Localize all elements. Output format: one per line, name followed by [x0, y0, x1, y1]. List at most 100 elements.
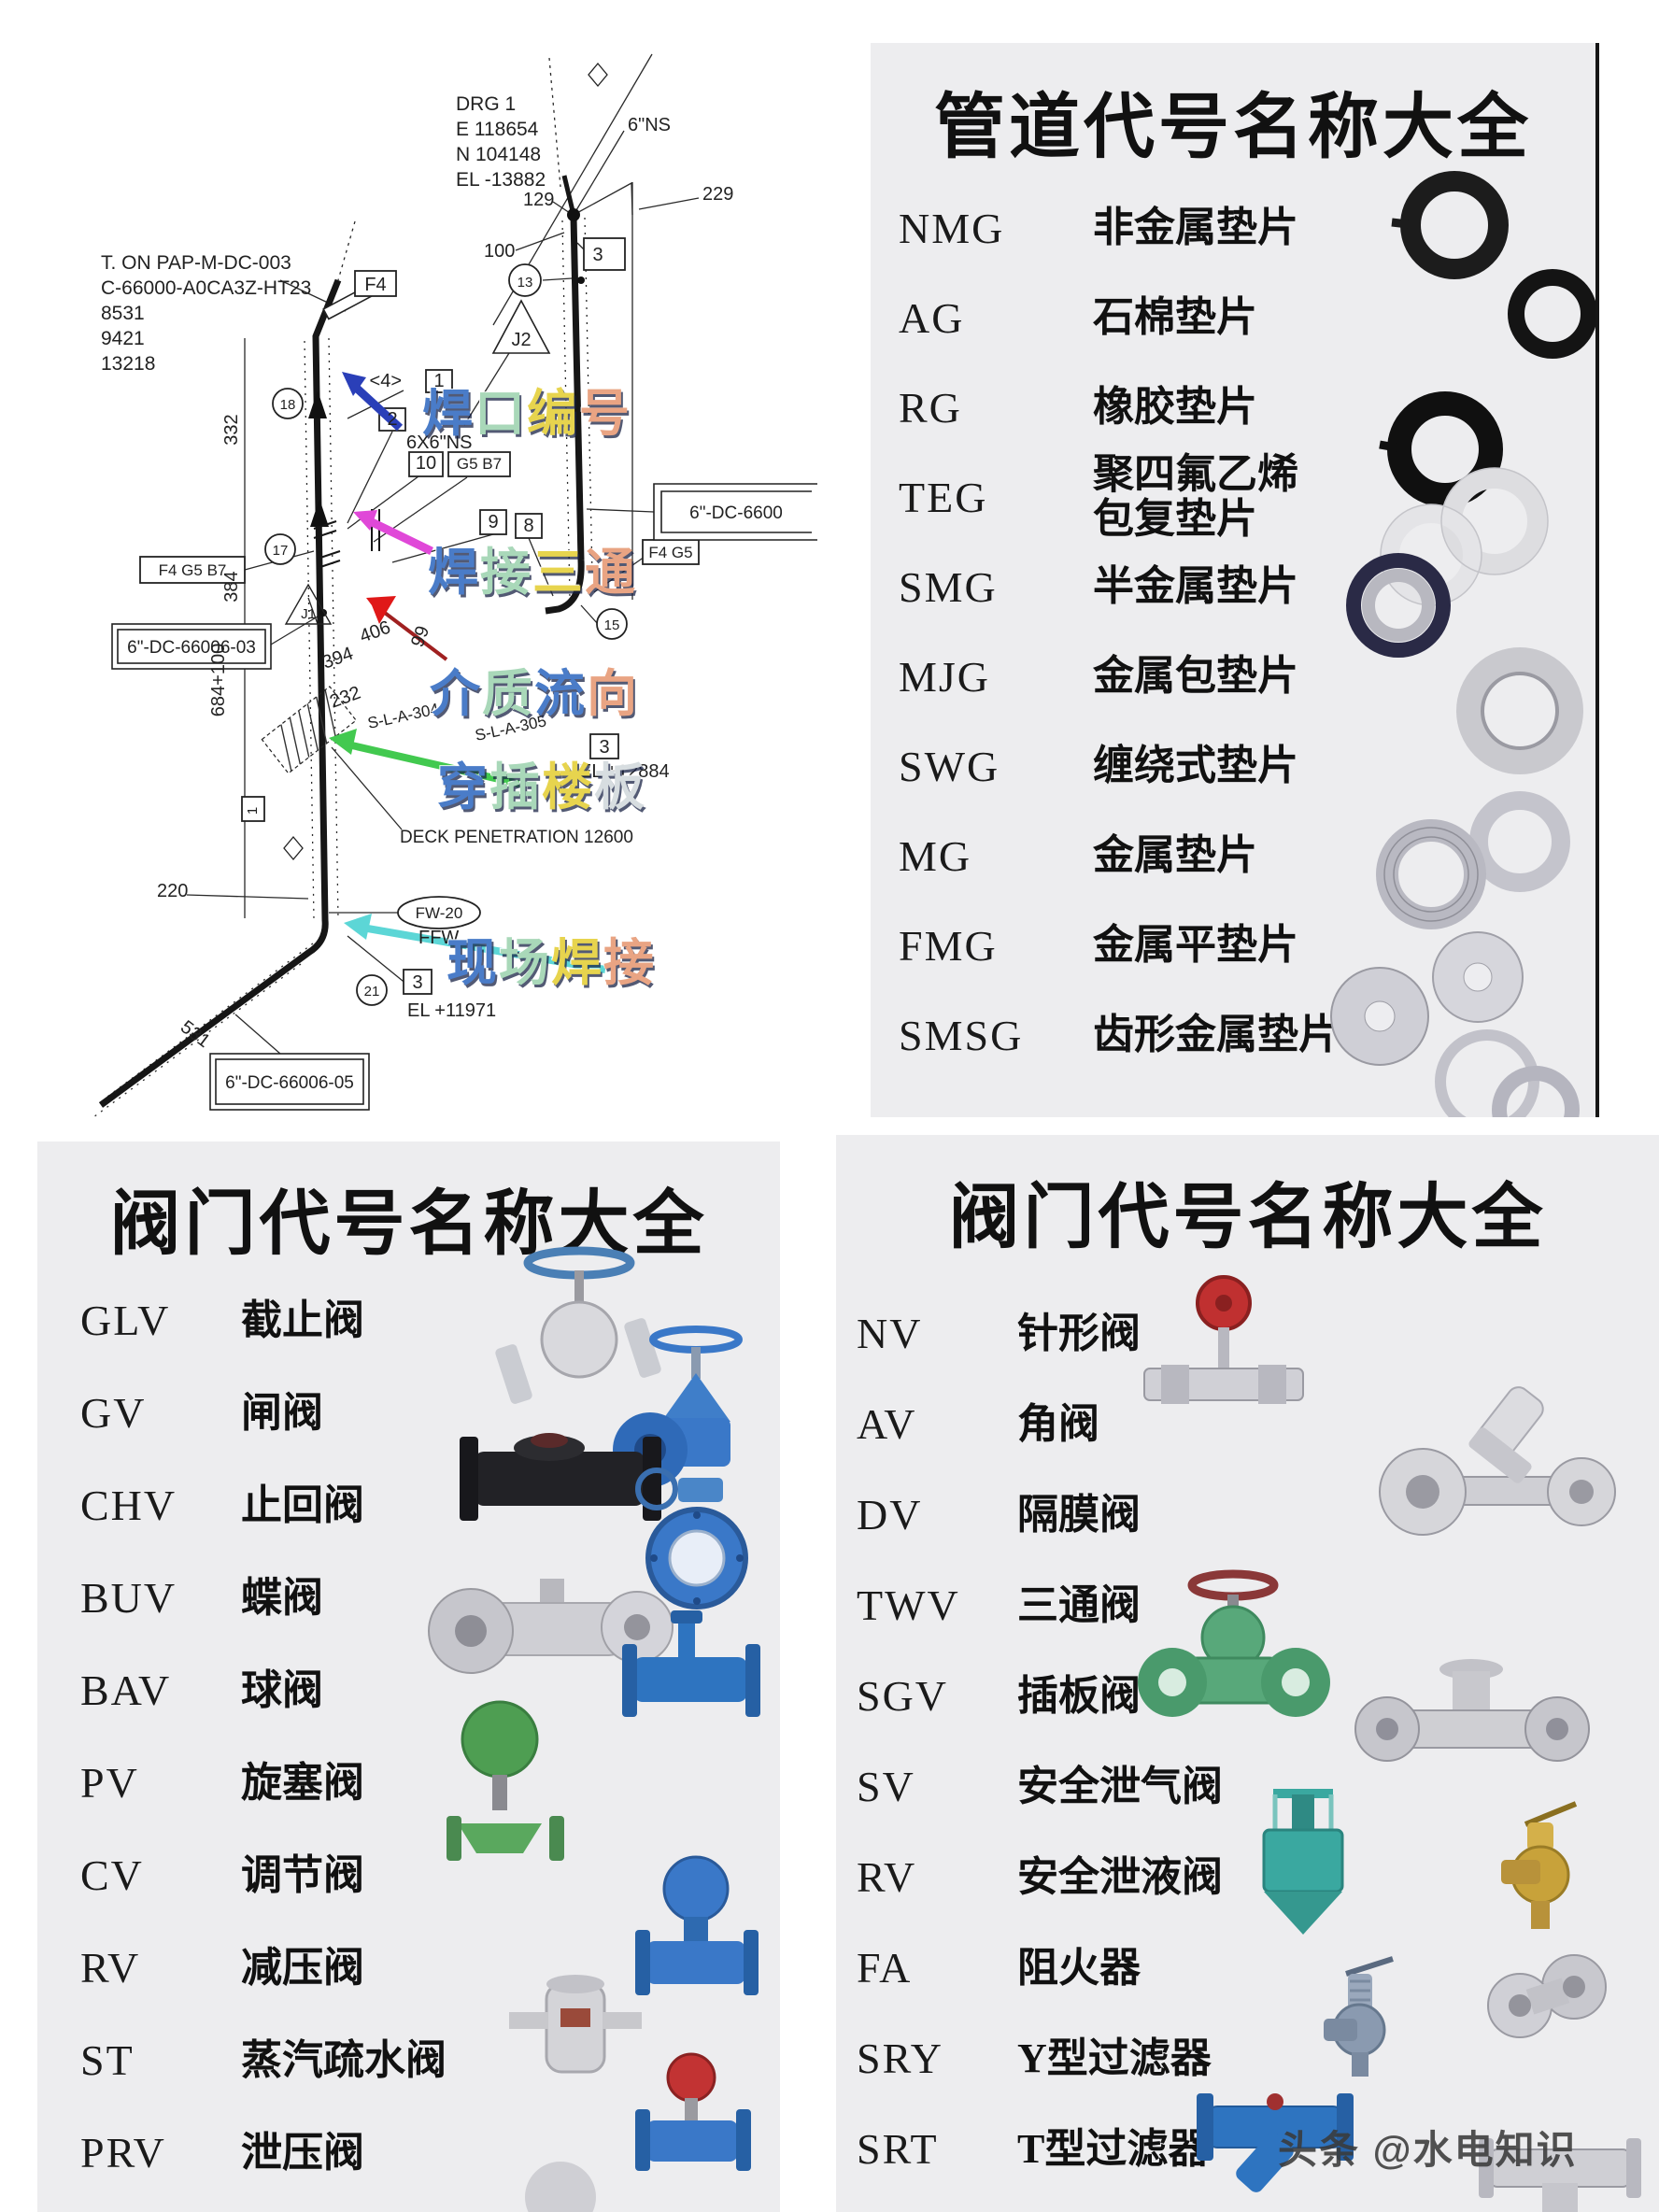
thick-rubber-ring-photo	[1379, 391, 1503, 507]
valve-name: 调节阀	[241, 1851, 364, 1898]
valve-name: 球阀	[241, 1666, 323, 1713]
y-strainer-photo	[1197, 2093, 1354, 2192]
gasket-name: 聚四氟乙烯包复垫片	[1093, 451, 1298, 542]
annotation-char: 三	[532, 545, 583, 601]
annotation-char: 号	[579, 386, 630, 442]
gasket-code: SWG	[899, 742, 1000, 790]
label-j1: J1	[301, 606, 316, 622]
drg-line-0: DRG 1	[456, 93, 516, 115]
label-box10: 10	[416, 453, 436, 474]
steam-trap-photo	[509, 1975, 642, 2074]
safety-air-release-valve-photo	[1501, 1801, 1578, 1929]
annotation-char: 焊	[551, 935, 602, 991]
relief-valve-photo	[635, 2052, 751, 2171]
serrated-metal-ring-photo	[1492, 1066, 1580, 1117]
gasket-code: MG	[899, 831, 972, 880]
label-dc03: 6"-DC-66006-03	[127, 638, 256, 658]
valve-name: 安全泄液阀	[1017, 1853, 1223, 1900]
valve-code: SGV	[857, 1672, 949, 1720]
label-box8: 8	[523, 516, 533, 536]
three-way-valve-photo	[1354, 1659, 1590, 1762]
annotation-char: 介	[430, 666, 480, 722]
gasket-code: MJG	[899, 652, 991, 701]
label-f4g5: F4 G5	[648, 544, 692, 561]
valve-code: FA	[857, 1944, 913, 1992]
valve-name: 蒸汽疏水阀	[241, 2036, 447, 2083]
valve-code: GV	[80, 1389, 147, 1437]
valve-code: NV	[857, 1310, 923, 1357]
valve-name: T型过滤器	[1017, 2125, 1210, 2172]
gasket-name: 缠绕式垫片	[1093, 743, 1298, 789]
valve-name: 闸阀	[241, 1389, 323, 1436]
label-c18: 18	[280, 397, 296, 413]
valve-name: 安全泄气阀	[1017, 1763, 1223, 1809]
gasket-code: AG	[899, 293, 965, 342]
valve-code: BUV	[80, 1574, 177, 1622]
label-684: 684+100	[208, 644, 229, 716]
label-j2: J2	[511, 330, 531, 350]
valve-name: 隔膜阀	[1017, 1491, 1141, 1538]
table-row: CHV 止回阀	[80, 1459, 603, 1552]
valve-code: ST	[80, 2036, 135, 2084]
label-ffw: FFW	[418, 928, 459, 948]
valve-panel-right-title: 阀门代号名称大全	[948, 1179, 1547, 1257]
valve-code: RV	[80, 1944, 141, 1992]
valve-name: 旋塞阀	[241, 1759, 364, 1806]
valve-name: 减压阀	[241, 1944, 364, 1991]
valve-name: 三通阀	[1017, 1581, 1141, 1628]
valve-code: BAV	[80, 1666, 172, 1714]
label-box1b: 1	[245, 807, 261, 815]
gasket-panel-title: 管道代号名称大全	[934, 89, 1532, 167]
gasket-name: 橡胶垫片	[1093, 384, 1257, 431]
annotation-weld-number: 焊口编号	[422, 372, 630, 446]
drg-line-3: EL -13882	[456, 169, 546, 191]
annotation-field-weld: 现场焊接	[447, 921, 654, 995]
annotation-deck-penetration: 穿插楼板	[437, 745, 645, 819]
gasket-code: FMG	[899, 921, 998, 970]
rubber-o-ring-photo	[1391, 171, 1509, 279]
label-6ns: 6"NS	[628, 115, 671, 135]
annotation-char: 接	[603, 935, 654, 991]
label-el11971: EL +11971	[407, 1000, 496, 1021]
valve-name: 止回阀	[241, 1482, 364, 1528]
flame-arrester-photo	[1487, 1954, 1607, 2038]
diaphragm-valve-photo	[1138, 1569, 1330, 1717]
valve-photos-left	[428, 1246, 760, 2212]
valve-code: SV	[857, 1763, 915, 1810]
label-g5b7: G5 B7	[457, 455, 502, 473]
butterfly-valve-photo	[635, 1468, 748, 1609]
green-arrow	[329, 729, 357, 755]
gasket-name: 金属包垫片	[1093, 653, 1298, 700]
label-c17: 17	[273, 543, 289, 559]
valve-code: CHV	[80, 1482, 177, 1529]
label-dc6600: 6"-DC-6600	[689, 503, 783, 523]
label-box9: 9	[488, 512, 498, 532]
label-c13: 13	[518, 275, 533, 291]
valve-name: 泄压阀	[241, 2129, 364, 2176]
wound-steel-rings-photo	[1376, 791, 1570, 929]
label-406: 406	[357, 617, 393, 647]
angle-valve-photo	[1379, 1386, 1616, 1536]
table-row: SV 安全泄气阀	[857, 1741, 1417, 1832]
annotation-char: 楼	[542, 759, 592, 815]
annotation-char: 通	[585, 545, 635, 601]
flat-metal-ring-photo	[1435, 1029, 1539, 1117]
valve-code: SRY	[857, 2035, 943, 2082]
table-row: GV 闸阀	[80, 1367, 603, 1459]
needle-valve-photo	[1143, 1275, 1304, 1404]
